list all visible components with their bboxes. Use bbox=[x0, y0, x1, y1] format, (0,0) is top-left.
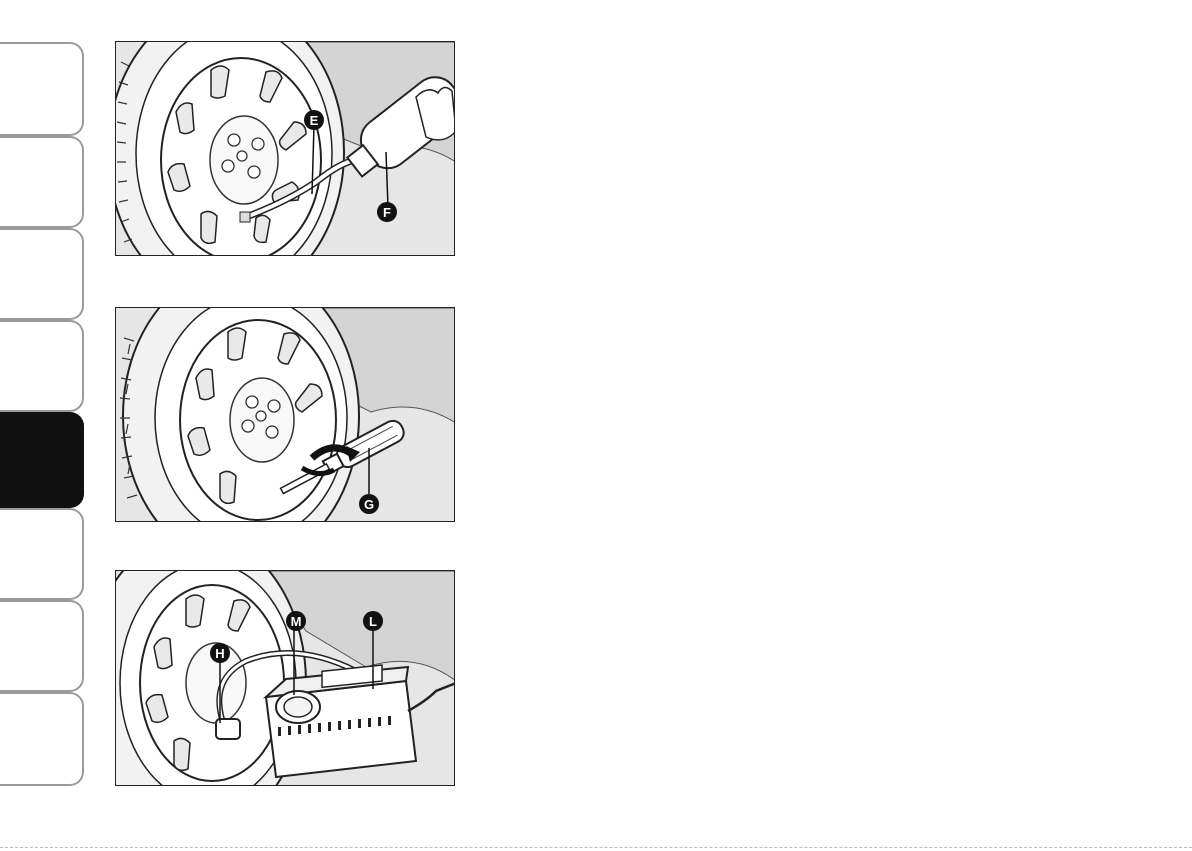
chapter-tab-6[interactable] bbox=[0, 508, 84, 600]
svg-text:L: L bbox=[369, 614, 377, 629]
svg-text:G: G bbox=[364, 497, 374, 512]
chapter-tab-4[interactable] bbox=[0, 320, 84, 412]
figure-valve-screwdriver: G bbox=[115, 307, 455, 522]
chapter-tab-7[interactable] bbox=[0, 600, 84, 692]
figure-sealant-injection: E F bbox=[115, 41, 455, 256]
callout-h: H bbox=[210, 643, 230, 663]
svg-text:F: F bbox=[383, 205, 391, 220]
chapter-tab-8[interactable] bbox=[0, 692, 84, 786]
chapter-tab-2[interactable] bbox=[0, 136, 84, 228]
callout-l: L bbox=[363, 611, 383, 631]
callout-f: F bbox=[377, 202, 397, 222]
chapter-tab-5-active[interactable] bbox=[0, 412, 84, 508]
svg-text:M: M bbox=[291, 614, 302, 629]
callout-g: G bbox=[359, 494, 379, 514]
page-bottom-rule bbox=[0, 847, 1192, 848]
callout-e: E bbox=[304, 110, 324, 130]
compressor-illustration: M L H bbox=[116, 571, 455, 786]
callout-m: M bbox=[286, 611, 306, 631]
chapter-tab-1[interactable] bbox=[0, 42, 84, 136]
chapter-tab-3[interactable] bbox=[0, 228, 84, 320]
screwdriver-illustration: G bbox=[116, 308, 455, 522]
svg-text:H: H bbox=[215, 646, 224, 661]
figure-compressor: M L H bbox=[115, 570, 455, 786]
svg-text:E: E bbox=[310, 113, 319, 128]
sealant-illustration: E F bbox=[116, 42, 455, 256]
